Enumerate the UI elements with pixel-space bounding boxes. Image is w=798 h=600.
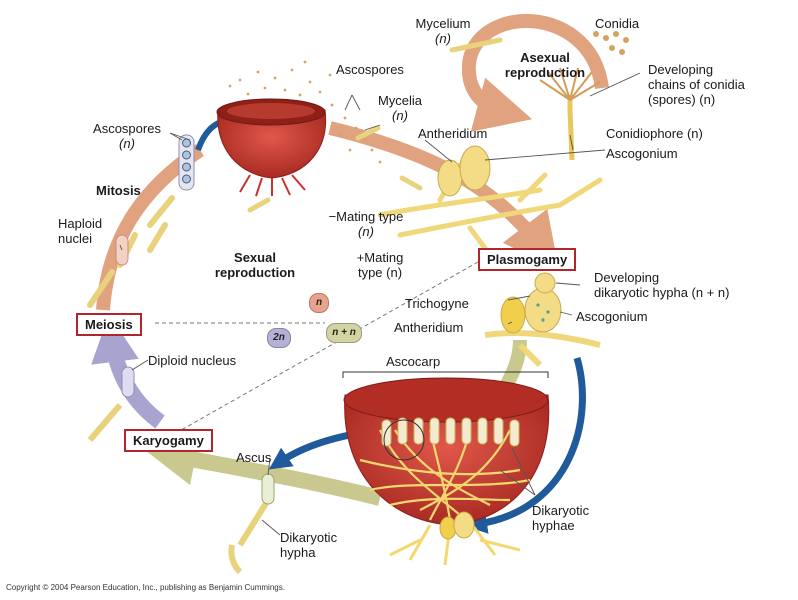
label-ascus: Ascus [236, 450, 272, 465]
label-asexual-2: reproduction [504, 65, 586, 80]
copyright-notice: Copyright © 2004 Pearson Education, Inc.… [6, 583, 285, 592]
label-mycelia-n: (n) [392, 108, 408, 123]
top-ascocarp [216, 60, 382, 197]
label-conidiophore: Conidiophore (n) [606, 126, 703, 141]
ploidy-haploid-chip: n [309, 293, 329, 313]
ploidy-diploid-chip: 2n [267, 328, 291, 348]
label-dikaryotic-hyphae-1: Dikaryotic [532, 503, 590, 518]
label-haploid-1: Haploid [58, 216, 103, 231]
label-mycelium-top-text: Mycelium [415, 16, 471, 31]
label-mycelia-text: Mycelia [377, 93, 423, 108]
label-dev-dikaryotic-2: dikaryotic hypha (n + n) [594, 285, 730, 300]
label-diploid-nucleus: Diploid nucleus [148, 353, 237, 368]
label-ascogonium-mid: Ascogonium [576, 309, 648, 324]
ascus-bottom [228, 473, 275, 575]
label-plus-mating-2: type (n) [357, 265, 403, 280]
antheridium-top [437, 159, 463, 197]
label-trichogyne: Trichogyne [405, 296, 469, 311]
plasmogamy-structures [484, 272, 601, 368]
dikaryotic-arrow-bottom [144, 434, 382, 506]
main-ascocarp [343, 377, 550, 566]
label-ascospores-left-text: Ascospores [93, 121, 161, 136]
plasmogamy-divider [159, 261, 479, 443]
label-minus-mating-1: −Mating type [328, 209, 404, 224]
ascogonium-top [459, 145, 491, 191]
label-ascospores-left: Ascospores(n) [82, 121, 172, 151]
stage-plasmogamy: Plasmogamy [478, 248, 577, 271]
label-conidia: Conidia [595, 16, 640, 31]
ascocarp-bracket [342, 371, 549, 378]
ploidy-dikaryotic-chip: n + n [326, 323, 362, 343]
label-haploid-2: nuclei [58, 231, 92, 246]
label-mycelium-top: Mycelium(n) [406, 16, 480, 46]
label-asexual-1: Asexual [520, 50, 570, 65]
label-dev-chains-2: chains of conidia [648, 77, 745, 92]
label-antheridium-mid: Antheridium [394, 320, 464, 335]
label-minus-mating-type: −Mating type(n) [312, 209, 420, 239]
ascus-top-left [178, 134, 195, 191]
leader-lines [119, 72, 641, 536]
label-ascospores-left-n: (n) [119, 136, 135, 151]
label-antheridium-top: Antheridium [418, 126, 488, 141]
label-mycelia: Mycelia(n) [370, 93, 430, 123]
mycelium-segments [247, 37, 503, 213]
label-dev-dikaryotic-1: Developing [594, 270, 660, 285]
label-sexual-1: Sexual [234, 250, 276, 265]
stage-karyogamy: Karyogamy [124, 429, 213, 452]
label-dev-chains-3: (spores) (n) [648, 92, 716, 107]
label-minus-mating-2: (n) [358, 224, 374, 239]
label-dikaryotic-hypha-2: hypha [280, 545, 316, 560]
label-ascogonium-top: Ascogonium [606, 146, 678, 161]
label-dikaryotic-hyphae-2: hyphae [532, 518, 575, 533]
label-mycelium-top-n: (n) [435, 31, 451, 46]
label-ascospores-top: Ascospores [336, 62, 404, 77]
label-mitosis: Mitosis [96, 183, 141, 198]
stage-meiosis: Meiosis [76, 313, 142, 336]
label-dikaryotic-hypha-1: Dikaryotic [280, 530, 338, 545]
karyogamy-hypha [87, 366, 135, 442]
label-ascocarp: Ascocarp [386, 354, 441, 369]
blue-arrow-hyphae [464, 357, 586, 534]
label-sexual-2: reproduction [214, 265, 296, 280]
label-plus-mating-1: +Mating [356, 250, 404, 265]
label-dev-chains-1: Developing [648, 62, 714, 77]
asexual-loop-arrow [461, 14, 609, 132]
